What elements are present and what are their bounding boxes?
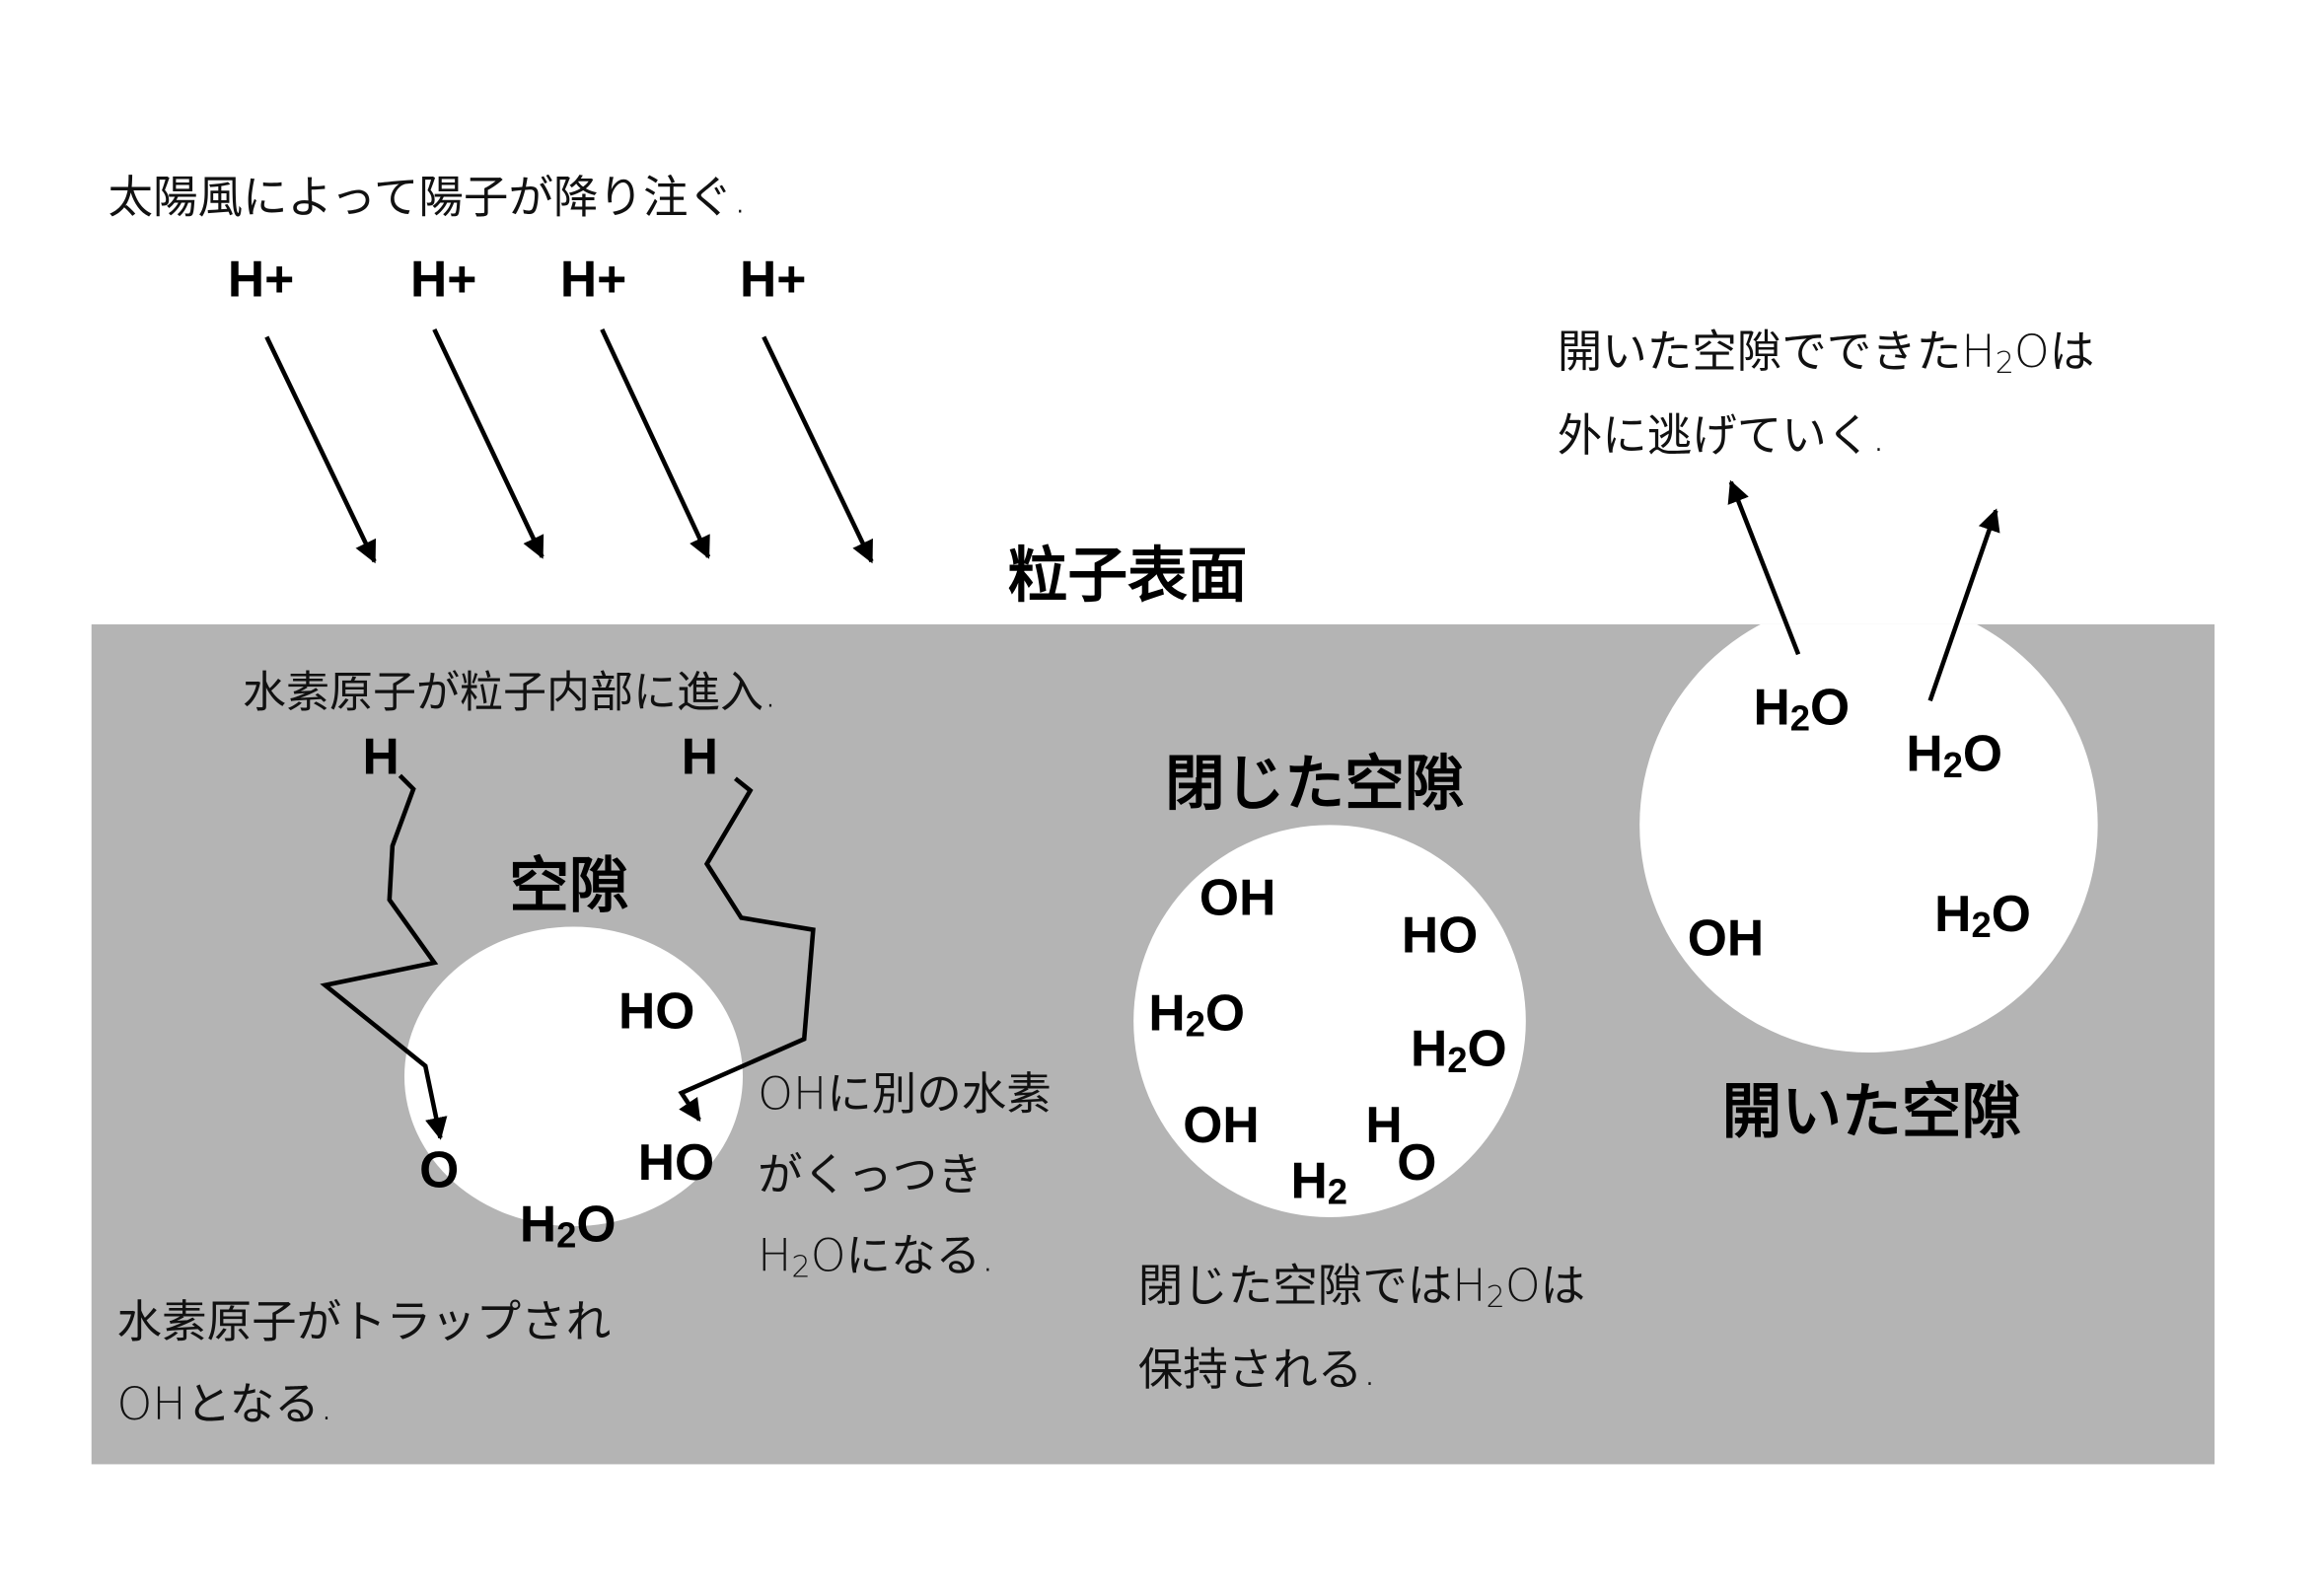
void-species: HO — [638, 1133, 714, 1191]
void-label: 空隙 — [509, 851, 628, 920]
void-species: H — [1365, 1096, 1402, 1153]
arrow-down-icon — [600, 327, 711, 559]
void-species: OH — [1688, 908, 1764, 966]
hydrogen-path-left — [320, 773, 448, 1140]
proton-label: H+ — [410, 251, 476, 308]
closed-void — [1133, 825, 1526, 1217]
proton-label: H+ — [228, 251, 294, 308]
void-species: HO — [1402, 906, 1478, 963]
void-species: O — [419, 1141, 459, 1198]
proton-label: H+ — [740, 251, 806, 308]
void-species: H2O — [1906, 725, 2002, 785]
open-void-label: 開いた空隙 — [1722, 1077, 2022, 1146]
proton-arrows — [264, 327, 874, 564]
void-species: O — [1397, 1133, 1436, 1191]
left-void — [403, 926, 744, 1227]
open-void — [1639, 623, 2098, 1052]
hydrogen-path-right — [678, 776, 816, 1123]
arrow-up-icon — [1927, 508, 2000, 702]
arrow-down-icon — [264, 335, 377, 564]
incoming-h-atom: H — [362, 728, 399, 785]
arrow-down-icon — [762, 335, 874, 564]
entry-caption: 水素原子が粒子内部に進入. — [243, 667, 777, 717]
escape-caption: 開いた空隙でできたH2Oは 外に逃げていく. — [1558, 326, 2109, 462]
void-species: OH — [1199, 868, 1275, 925]
closed-void-label: 閉じた空隙 — [1165, 750, 1465, 819]
combine-caption: OHに別の水素 がくっつき H2Oになる. — [758, 1068, 1065, 1285]
solar-wind-caption: 太陽風によって陽子が降り注ぐ. — [108, 172, 747, 224]
void-species: H2O — [520, 1195, 617, 1255]
void-species: HO — [618, 982, 694, 1040]
proton-label: H+ — [560, 251, 626, 308]
arrow-down-icon — [432, 327, 545, 559]
incoming-h-atom: H — [682, 728, 718, 785]
trap-caption: 水素原子がトラップされ OHとなる. — [117, 1295, 625, 1429]
surface-label: 粒子表面 — [1008, 542, 1248, 611]
closed-void-caption: 閉じた空隙ではH2Oは 保持される. — [1138, 1260, 1600, 1396]
proton-labels: H+ H+ H+ H+ — [228, 251, 806, 308]
void-species: OH — [1183, 1096, 1259, 1153]
void-species: H2O — [1934, 885, 2031, 945]
arrow-up-icon — [1727, 479, 1801, 656]
